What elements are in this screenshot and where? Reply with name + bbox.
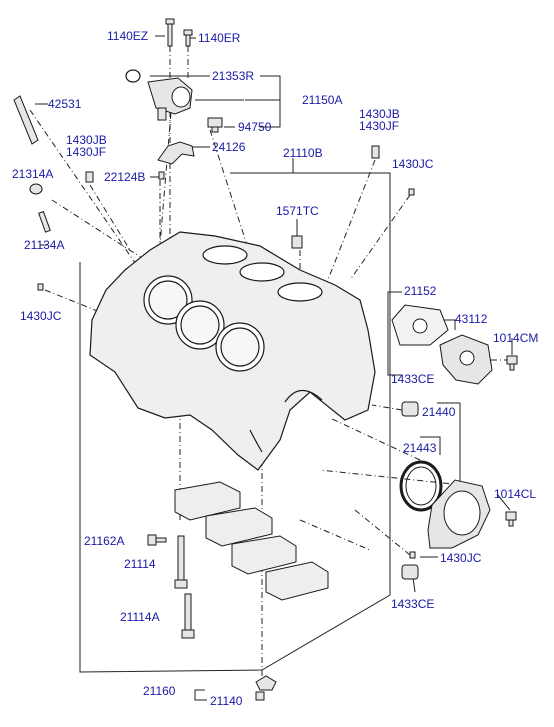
label-43112: 43112 [455,312,488,326]
bushing-1433ce-bottom-icon [401,564,419,580]
label-21440: 21440 [422,405,456,419]
label-1430jb-right: 1430JB [359,107,400,121]
label-1014cm: 1014CM [493,331,539,345]
bolt-21114a-icon [181,593,195,639]
plug-1430jc-left-icon [37,283,44,291]
cover-43112-icon [439,334,493,385]
engine-block-21110b [89,231,376,471]
o-ring-21353r-icon [125,69,141,83]
label-1433ce-top: 1433CE [391,372,435,386]
label-1430jf-right: 1430JF [359,119,400,133]
label-21443: 21443 [403,441,437,455]
bolt-1014cl-icon [505,511,517,527]
plug-1430jc-bottom-icon [409,551,416,559]
label-1430jb-jf-right: 1430JB 1430JF [359,108,400,132]
dipstick-42531-icon [13,95,39,145]
label-1014cl: 1014CL [494,487,537,501]
label-24126: 24126 [212,140,246,154]
label-1571tc: 1571TC [276,204,319,218]
seal-housing-21440-icon [427,479,491,549]
label-22124b: 22124B [104,170,146,184]
stud-21134a-icon [38,210,51,233]
label-1140ez: 1140EZ [107,29,149,43]
bolt-21114-icon [174,535,188,589]
label-21314a: 21314A [12,167,54,181]
bracket-24126-icon [157,141,195,165]
label-1430jf-left: 1430JF [66,145,107,159]
label-1430jb-left: 1430JB [66,133,107,147]
label-21114: 21114 [124,557,156,571]
plug-1430jb-icon [85,171,94,183]
frame-21110b [79,172,391,673]
plug-1430jc-top-icon [408,188,415,196]
oil-jet-21160-icon [255,675,277,701]
label-21110b: 21110B [283,146,323,160]
label-1430jc-bottom: 1430JC [440,551,482,565]
label-42531: 42531 [48,97,82,111]
label-21140: 21140 [210,694,243,708]
bolt-1140er-icon [183,29,193,47]
bolt-1014cm-icon [506,355,518,371]
bearing-caps-icon [174,481,329,601]
label-1430jb-jf-left: 1430JB 1430JF [66,134,107,158]
pin-22124b-icon [158,171,165,180]
label-21162a: 21162A [84,534,125,548]
label-94750: 94750 [238,120,272,134]
label-21134a: 21134A [24,238,65,252]
label-1140er: 1140ER [198,31,241,45]
label-21152: 21152 [404,284,437,298]
label-1433ce-bottom: 1433CE [391,597,435,611]
label-21114a: 21114A [120,610,160,624]
plug-21314a-icon [29,183,43,195]
gasket-21152-icon [391,304,449,346]
plug-1430jb-right-icon [371,145,380,159]
label-21160: 21160 [143,684,176,698]
bolt-21162a-icon [147,534,167,546]
plug-1571tc-icon [291,235,303,249]
housing-21150a-icon [147,77,193,121]
label-21353r: 21353R [212,69,255,83]
label-1430jc-left: 1430JC [20,309,62,323]
bushing-1433ce-top-icon [401,401,419,417]
label-21150a: 21150A [302,93,343,107]
oil-seal-21443-icon [399,460,443,512]
bolt-1140ez-icon [165,18,175,47]
sensor-94750-icon [207,117,223,133]
label-1430jc-top: 1430JC [392,157,434,171]
